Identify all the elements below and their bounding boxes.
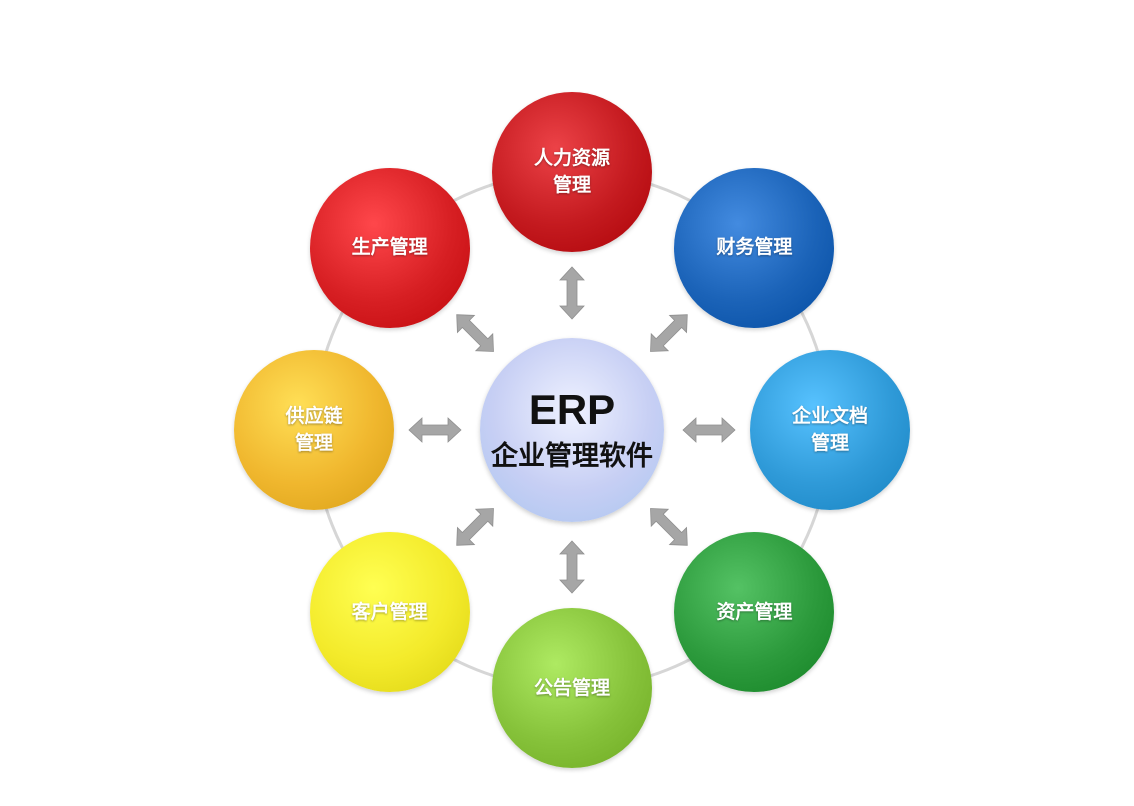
module-customers-line-1: 客户管理 <box>351 600 428 623</box>
module-hr-line-2: 管理 <box>552 174 591 196</box>
erp-center-circle: ERP 企业管理软件 <box>480 338 664 522</box>
module-documents: 企业文档 管理 <box>750 350 910 510</box>
arrow-shape <box>408 417 462 443</box>
double-arrow-icon <box>650 314 688 352</box>
double-arrow-icon <box>408 417 462 443</box>
arrow-shape <box>682 417 736 443</box>
double-arrow-icon <box>559 266 585 320</box>
module-announcements-line-1: 公告管理 <box>533 676 610 699</box>
module-supply-chain: 供应链 管理 <box>234 350 394 510</box>
module-hr-line-1: 人力资源 <box>533 147 610 169</box>
module-documents-line-2: 管理 <box>810 432 849 454</box>
arrow-shape <box>559 540 585 594</box>
module-finance-line-1: 财务管理 <box>716 236 793 259</box>
module-production-line-1: 生产管理 <box>351 236 428 259</box>
module-production: 生产管理 <box>309 167 470 328</box>
module-documents-line-1: 企业文档 <box>791 405 868 427</box>
arrow-shape <box>559 266 585 320</box>
module-finance: 财务管理 <box>674 167 835 328</box>
center-subtitle: 企业管理软件 <box>491 441 653 472</box>
module-announcements: 公告管理 <box>492 608 652 768</box>
module-supply-chain-line-2: 管理 <box>294 432 333 454</box>
double-arrow-icon <box>682 417 736 443</box>
module-supply-chain-line-1: 供应链 <box>285 405 343 427</box>
arrow-shape <box>650 314 688 352</box>
double-arrow-icon <box>456 508 494 546</box>
arrow-shape <box>650 508 688 546</box>
module-customers: 客户管理 <box>309 532 470 693</box>
center-title: ERP <box>528 386 616 433</box>
module-assets: 资产管理 <box>674 532 835 693</box>
module-hr: 人力资源 管理 <box>492 92 652 252</box>
double-arrow-icon <box>559 540 585 594</box>
double-arrow-icon <box>650 508 688 546</box>
arrow-shape <box>456 314 494 352</box>
module-assets-line-1: 资产管理 <box>716 600 793 623</box>
arrow-shape <box>456 508 494 546</box>
double-arrow-icon <box>456 314 494 352</box>
